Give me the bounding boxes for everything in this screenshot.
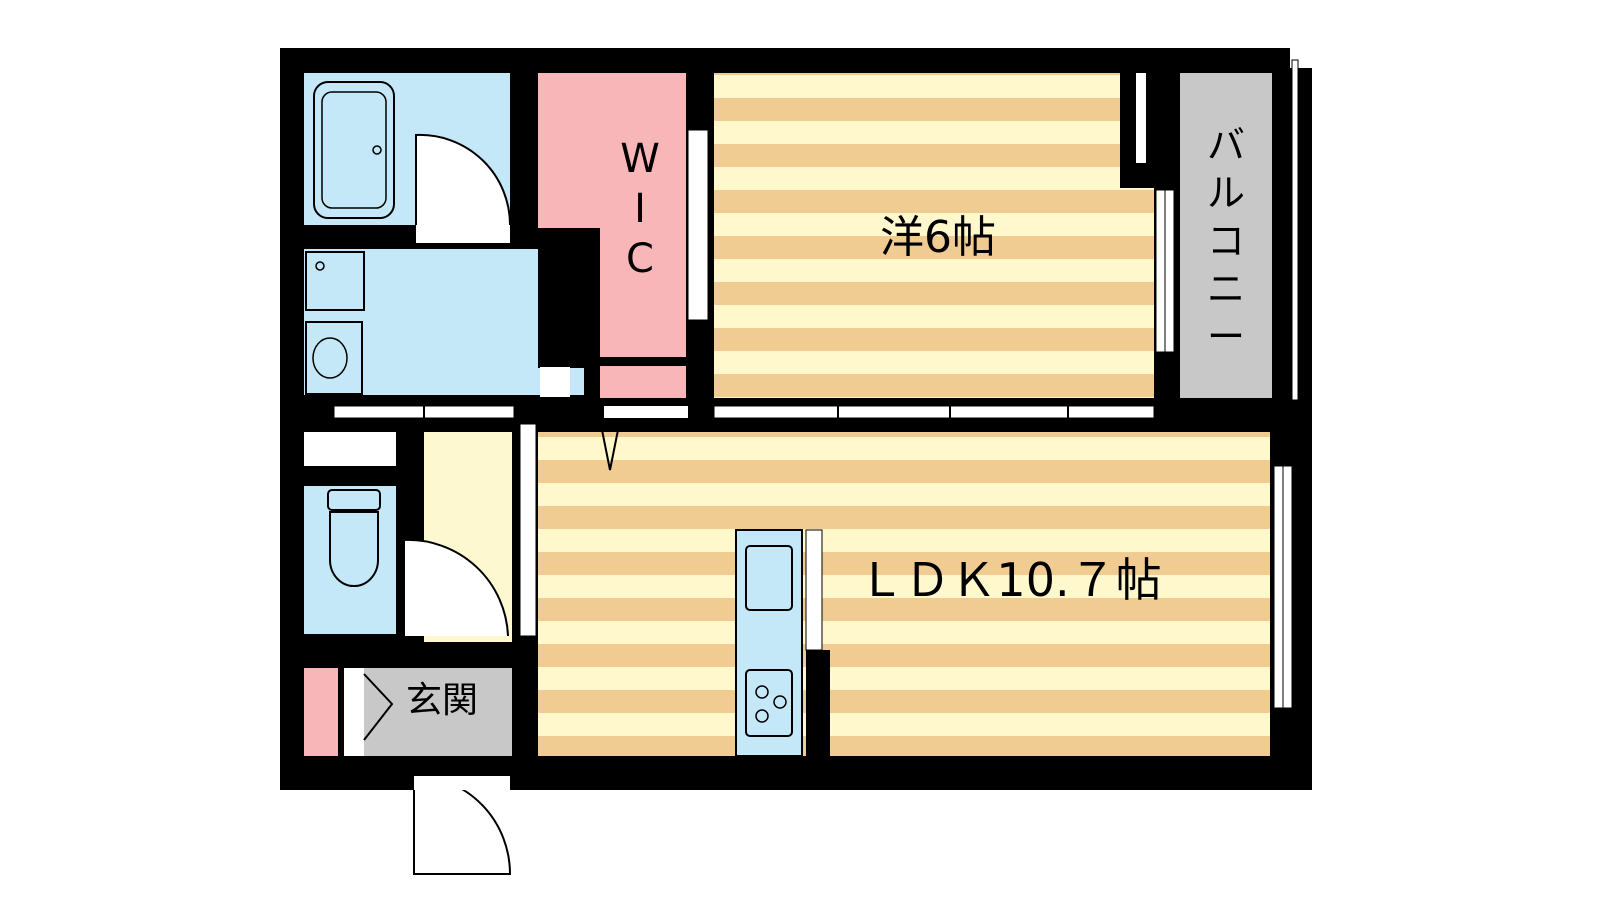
washbasin: [305, 321, 363, 395]
burner-icon: [773, 695, 787, 709]
burner-icon: [755, 709, 769, 723]
entrance-floor: [364, 668, 512, 756]
front-door-swing: [413, 774, 512, 875]
washer-drain-icon: [315, 261, 325, 271]
balcony-label-2: ル: [1207, 171, 1245, 215]
balcony-label-4: ニ: [1207, 267, 1245, 311]
bath-door-swing: [415, 133, 512, 226]
kitchen-back-panel: [805, 529, 823, 651]
toilet-bowl-icon: [329, 511, 379, 587]
closet-notch-wall: [538, 228, 600, 368]
balcony-railing: [1291, 59, 1299, 401]
balcony-label-3: コ: [1207, 219, 1245, 263]
burner-icon: [755, 685, 769, 699]
entrance-inner-door-swing: [363, 673, 394, 741]
ldk-room: [538, 432, 1270, 756]
bedroom-sliding-door: [713, 405, 1155, 419]
balcony: [1180, 73, 1272, 398]
toilet-door-swing: [403, 538, 509, 637]
closet-door: [604, 406, 688, 418]
balcony-label-1: バ: [1207, 123, 1245, 167]
bath-door-leaf: [416, 225, 510, 243]
closet-lower: [600, 366, 686, 398]
toilet-room: [304, 486, 396, 634]
kitchen-sink: [745, 545, 793, 611]
wic-label-i: I: [634, 186, 646, 232]
front-door-opening: [414, 776, 510, 790]
western-room: [714, 73, 1154, 398]
ldk-side-window: [519, 423, 537, 637]
entrance-step: [344, 668, 364, 756]
western-room-label: 洋6帖: [880, 212, 996, 263]
pipe-shaft: [540, 367, 570, 397]
stove-icon: [745, 669, 793, 737]
drain-icon: [372, 145, 382, 155]
storage-shelf: [304, 432, 396, 466]
ldk-door-marker: [599, 419, 621, 471]
toilet-tank: [327, 489, 381, 511]
ldk-label: ＬＤＫ10.７帖: [858, 553, 1161, 607]
kitchen-wall: [806, 650, 830, 756]
wic-label-w: W: [620, 136, 660, 182]
western-room-pillar-gap: [1136, 73, 1146, 163]
entrance-label: 玄関: [406, 680, 478, 721]
balcony-label-5: ー: [1207, 315, 1245, 359]
bathtub: [313, 81, 395, 219]
washbasin-bowl: [312, 337, 348, 379]
closet-opening: [687, 129, 709, 321]
shoe-cabinet: [304, 668, 338, 756]
bathtub-inner: [321, 91, 387, 209]
wic-label-c: C: [626, 236, 654, 282]
washing-machine-space: [305, 251, 365, 311]
